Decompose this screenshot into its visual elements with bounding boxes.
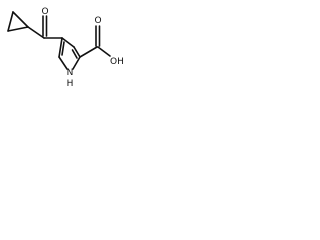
ketone-oxygen-label: O <box>41 7 48 17</box>
pyrrole-bond-n1-c2 <box>72 56 81 70</box>
cyclopropyl-carbonyl-bond <box>27 26 45 39</box>
ring-nh-hydrogen-label: H <box>67 79 74 89</box>
ring-nitrogen-label: N <box>67 68 74 78</box>
carboxyl-hydroxyl-bond <box>97 46 111 57</box>
pyrrole-carboxyl-bond <box>79 46 98 58</box>
cyclopropyl-bond-3 <box>12 11 29 28</box>
pyrrole-bond-c4-c5 <box>58 37 63 58</box>
pyrrole-bond-c5-c4-inner <box>61 41 65 56</box>
pyrrole-bond-c4-c3 <box>61 37 75 48</box>
acid-hydroxyl-label: OH <box>110 57 124 67</box>
pyrrole-bond-c5-n1 <box>58 56 68 70</box>
pyrrole-bond-c2-c3 <box>73 46 81 58</box>
chemical-structure-diagram: O N H O OH <box>7 7 124 89</box>
cyclopropyl-bond-2 <box>7 26 29 32</box>
pyrrole-bond-c2-c3-inner <box>71 49 78 59</box>
cyclopropyl-bond-1 <box>7 11 14 32</box>
acid-oxygen-label: O <box>94 16 101 26</box>
